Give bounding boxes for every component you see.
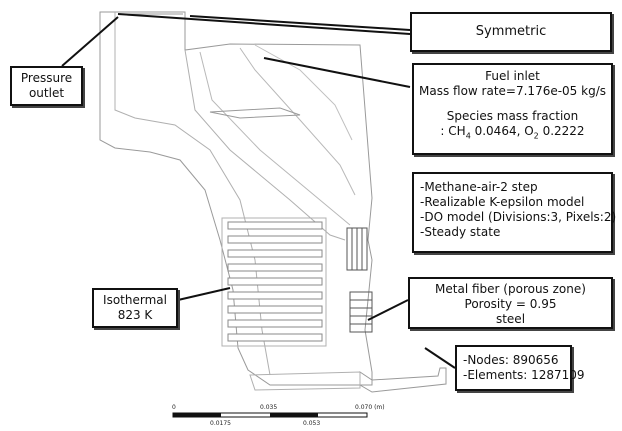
mesh-nodes: -Nodes: 890656 — [463, 353, 559, 367]
pressure-outlet-line-2: outlet — [28, 86, 65, 100]
mesh-stats-box: -Nodes: 890656 -Elements: 1287109 — [455, 345, 585, 391]
scale-tick-00175: 0.0175 — [210, 420, 231, 427]
leader-mesh — [424, 347, 456, 369]
burner-stack — [346, 227, 373, 333]
fuel-inlet-box: Fuel inlet Mass flow rate=7.176e-05 kg/s… — [412, 63, 613, 155]
leader-pressure — [61, 16, 119, 67]
outlet-pipe — [359, 367, 447, 393]
leader-metal — [367, 299, 409, 321]
symmetric-label: Symmetric — [475, 24, 547, 39]
metal-fiber-material: steel — [495, 312, 526, 326]
leader-lines — [61, 13, 456, 369]
leader-fuel — [263, 57, 411, 88]
species-title: Species mass fraction — [446, 109, 579, 123]
metal-fiber-box: Metal fiber (porous zone) Porosity = 0.9… — [408, 277, 613, 329]
inner-contour-2 — [184, 49, 346, 241]
metal-fiber-title: Metal fiber (porous zone) — [435, 282, 586, 296]
fin-bundle-frame — [221, 217, 327, 347]
model-item-4: -Steady state — [420, 225, 501, 239]
species-values: : CH4 0.0464, O2 0.2222 — [440, 124, 585, 141]
symmetric-label-box: Symmetric — [410, 12, 612, 52]
model-item-1: -Methane-air-2 step — [420, 180, 538, 194]
fuel-inlet-title: Fuel inlet — [485, 69, 540, 83]
scale-bar-seg-2 — [270, 413, 318, 417]
scale-tick-0070: 0.070 (m) — [355, 404, 385, 411]
model-item-2: -Realizable K-epsilon model — [420, 195, 585, 209]
leader-symmetric-1 — [189, 15, 411, 31]
model-item-3: -DO model (Divisions:3, Pixels:2) — [420, 210, 617, 224]
isothermal-box: Isothermal 823 K — [92, 288, 178, 328]
outer-housing — [99, 11, 373, 386]
inner-contour-3 — [199, 51, 351, 226]
scale-bar — [172, 412, 368, 418]
mesh-elements: -Elements: 1287109 — [463, 368, 585, 382]
isothermal-temp: 823 K — [117, 308, 153, 322]
scale-tick-0053: 0.053 — [303, 420, 321, 427]
models-box: -Methane-air-2 step -Realizable K-epsilo… — [412, 172, 617, 253]
pressure-outlet-box: Pressure outlet — [10, 66, 83, 106]
inner-contour-4 — [239, 47, 356, 196]
pressure-outlet-line-1: Pressure — [20, 71, 73, 85]
fin-bundle — [227, 221, 323, 342]
bottom-base — [249, 371, 361, 391]
fuel-pipe — [209, 107, 301, 119]
scale-tick-0035: 0.035 — [260, 404, 278, 411]
isothermal-title: Isothermal — [103, 293, 167, 307]
fuel-mass-flow: Mass flow rate=7.176e-05 kg/s — [419, 84, 606, 98]
leader-isothermal — [177, 287, 231, 301]
scale-tick-0: 0 — [172, 404, 176, 411]
metal-fiber-porosity: Porosity = 0.95 — [464, 297, 557, 311]
scale-bar-seg-1 — [173, 413, 221, 417]
leader-symmetric-2 — [117, 13, 411, 35]
inner-contour-5 — [254, 44, 353, 141]
